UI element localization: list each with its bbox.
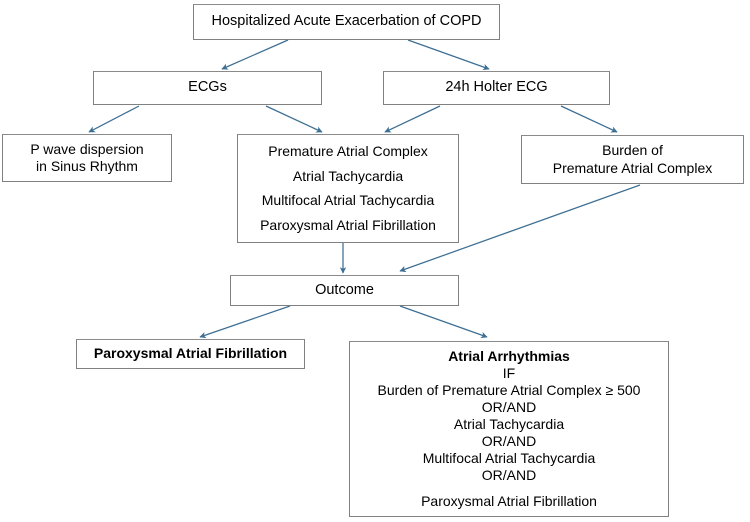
node-outcome-line-0: Outcome — [315, 281, 374, 298]
edge-outcome-to-paf — [199, 305, 291, 339]
node-arrhythmias-line-2: OR/AND — [481, 398, 537, 415]
edge-holter-to-burden — [560, 105, 618, 133]
edge-ecgs-to-pwave — [88, 105, 140, 133]
node-arrhythmias-line-3: Atrial Tachycardia — [453, 415, 565, 432]
node-root-line-0: Hospitalized Acute Exacerbation of COPD — [211, 13, 482, 30]
edge-outcome-to-arrhyth — [399, 305, 488, 339]
node-burden: Burden of Premature Atrial Complex — [521, 135, 744, 184]
node-arrhythmia-list-line-0: Premature Atrial Complex — [268, 142, 428, 159]
node-arrhythmias-line-1: Burden of Premature Atrial Complex ≥ 500 — [377, 381, 641, 398]
node-outcome-paroxysmal-af: Paroxysmal Atrial Fibrillation — [76, 339, 305, 369]
edge-root-to-holter — [407, 39, 490, 71]
node-arrhythmia-list-line-2: Multifocal Atrial Tachycardia — [261, 192, 435, 209]
node-root: Hospitalized Acute Exacerbation of COPD — [193, 4, 500, 40]
node-p-wave-line-0: P wave dispersion — [30, 140, 144, 157]
node-holter-line-0: 24h Holter ECG — [445, 79, 548, 96]
node-arrhythmia-list: Premature Atrial Complex Atrial Tachycar… — [237, 134, 459, 243]
node-arrhythmias-final-line: Paroxysmal Atrial Fibrillation — [421, 493, 597, 510]
node-ecgs-line-0: ECGs — [188, 79, 227, 96]
node-arrhythmia-list-line-3: Paroxysmal Atrial Fibrillation — [260, 217, 436, 234]
node-arrhythmia-list-line-1: Atrial Tachycardia — [292, 167, 404, 184]
edge-ecgs-to-list — [265, 105, 323, 133]
edge-holter-to-list — [384, 105, 441, 133]
node-burden-line-0: Burden of — [602, 142, 663, 159]
node-arrhythmias-line-0: IF — [502, 364, 516, 381]
node-outcome-paf-line-0: Paroxysmal Atrial Fibrillation — [93, 345, 288, 362]
node-burden-line-1: Premature Atrial Complex — [552, 159, 713, 176]
node-arrhythmias-line-6: OR/AND — [481, 467, 537, 484]
node-arrhythmias-line-4: OR/AND — [481, 433, 537, 450]
node-p-wave-dispersion: P wave dispersion in Sinus Rhythm — [2, 134, 172, 182]
node-arrhythmias-heading: Atrial Arrhythmias — [448, 347, 570, 364]
edge-root-to-ecgs — [221, 39, 289, 70]
node-arrhythmias-line-5: Multifocal Atrial Tachycardia — [422, 450, 596, 467]
node-holter: 24h Holter ECG — [383, 71, 610, 105]
node-outcome: Outcome — [230, 275, 459, 306]
node-p-wave-line-1: in Sinus Rhythm — [36, 158, 138, 174]
node-outcome-atrial-arrhythmias: Atrial Arrhythmias IF Burden of Prematur… — [349, 341, 669, 517]
node-ecgs: ECGs — [93, 71, 322, 105]
edge-burden-to-outcome — [399, 184, 641, 273]
